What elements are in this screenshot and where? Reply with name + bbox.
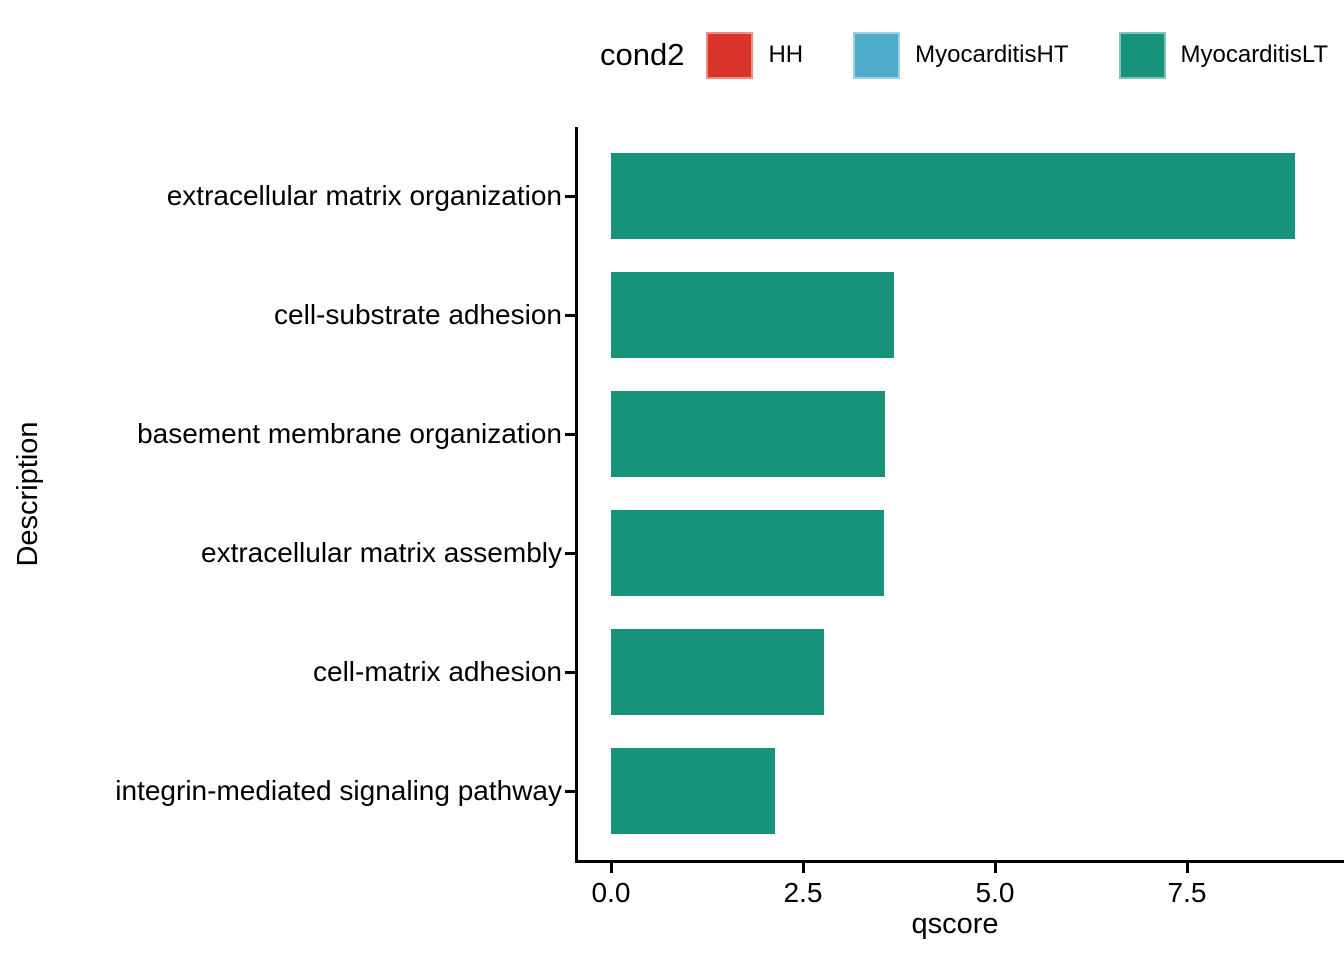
bar	[611, 391, 886, 477]
y-axis-title: Description	[12, 421, 44, 567]
x-axis-tick	[1185, 863, 1189, 873]
legend-item: MyocarditisHT	[853, 31, 1069, 79]
legend-label: MyocarditisLT	[1180, 41, 1329, 68]
bar	[611, 748, 776, 834]
x-axis-title: qscore	[911, 908, 999, 940]
y-axis-tick	[565, 789, 575, 793]
category-label: extracellular matrix organization	[166, 180, 562, 211]
legend-item: MyocarditisLT	[1118, 31, 1329, 79]
legend-label: MyocarditisHT	[915, 41, 1069, 68]
legend-swatch	[706, 31, 754, 79]
bar	[611, 153, 1295, 239]
x-axis-tick	[801, 863, 805, 873]
x-axis-tick	[993, 863, 997, 873]
x-tick-label: 5.0	[975, 877, 1015, 908]
category-label: basement membrane organization	[137, 418, 562, 449]
y-axis-line	[575, 127, 578, 863]
legend-swatch	[853, 31, 901, 79]
y-axis-tick	[565, 670, 575, 674]
legend-item: HH	[706, 31, 804, 79]
y-axis-tick	[565, 551, 575, 555]
x-tick-label: 0.0	[591, 877, 631, 908]
bar	[611, 629, 824, 715]
category-label: cell-matrix adhesion	[313, 656, 562, 687]
x-tick-label: 7.5	[1167, 877, 1207, 908]
x-tick-label: 2.5	[783, 877, 823, 908]
legend: cond2 HH MyocarditisHT MyocarditisLT	[600, 30, 1344, 80]
y-axis-tick	[565, 313, 575, 317]
bar	[611, 510, 885, 596]
y-axis-tick	[565, 194, 575, 198]
legend-label: HH	[768, 41, 804, 68]
legend-title: cond2	[600, 37, 685, 72]
category-label: integrin-mediated signaling pathway	[115, 775, 562, 806]
x-axis-line	[575, 860, 1344, 863]
category-label: cell-substrate adhesion	[274, 299, 562, 330]
x-axis-tick	[609, 863, 613, 873]
y-axis-tick	[565, 432, 575, 436]
legend-items: HH MyocarditisHT MyocarditisLT	[706, 31, 1344, 79]
bar	[611, 272, 894, 358]
category-label: extracellular matrix assembly	[201, 537, 562, 568]
legend-swatch	[1118, 31, 1166, 79]
